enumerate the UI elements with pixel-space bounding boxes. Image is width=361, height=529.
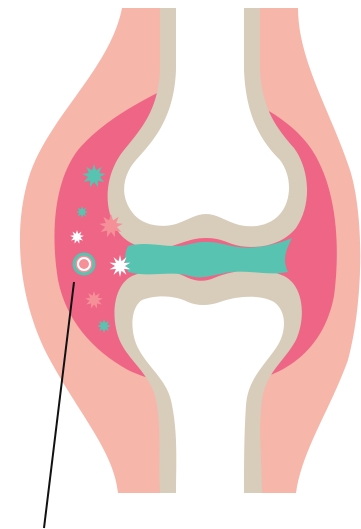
- ringed-cell-core: [78, 258, 90, 270]
- teal-cell: [97, 319, 111, 333]
- teal-cell: [76, 206, 88, 218]
